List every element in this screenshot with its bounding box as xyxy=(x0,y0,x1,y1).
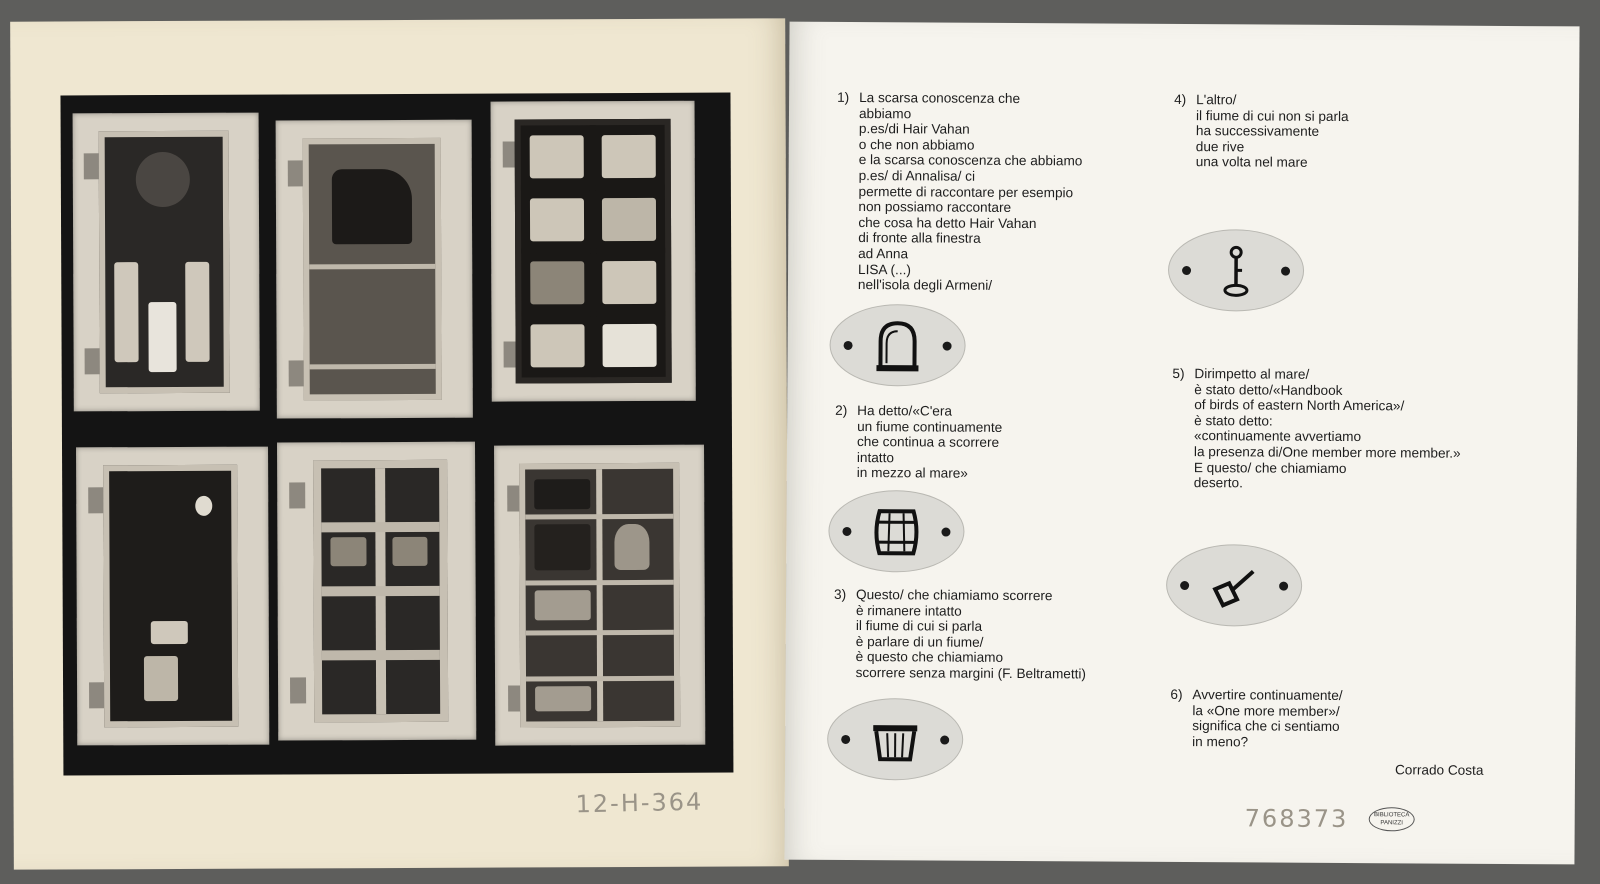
token-bell-jar xyxy=(829,303,966,387)
item-text: La scarsa conoscenza che abbiamo p.es/di… xyxy=(857,90,1083,293)
token-tub xyxy=(826,697,964,781)
barrel-icon xyxy=(874,509,919,556)
cabinet-5 xyxy=(276,441,477,741)
right-page: 1) La scarsa conoscenza che abbiamo p.es… xyxy=(784,21,1580,865)
token-barrel xyxy=(828,489,965,573)
left-page: 12-H-364 xyxy=(10,18,789,870)
key-icon xyxy=(1223,245,1249,297)
item-number: 4) xyxy=(1174,91,1187,108)
item-number: 5) xyxy=(1172,365,1185,382)
cabinet-2 xyxy=(275,119,473,419)
author-signature: Corrado Costa xyxy=(1394,762,1484,778)
item-text: Avvertire continuamente/ la «One more me… xyxy=(1192,687,1343,750)
shelfmark-annotation: 12-H-364 xyxy=(575,787,704,819)
library-stamp: BIBLIOTECA PANIZZI xyxy=(1368,807,1415,832)
shovel-icon xyxy=(1212,569,1255,608)
cabinet-4 xyxy=(76,446,270,746)
item-text: Questo/ che chiamiamo scorrere è rimaner… xyxy=(855,587,1087,682)
tub-icon xyxy=(873,725,918,762)
item-number: 1) xyxy=(837,89,850,105)
item-number: 3) xyxy=(834,586,847,602)
bell-jar-icon xyxy=(876,321,919,372)
inventory-annotation: 768373 xyxy=(1244,804,1349,834)
item-number: 6) xyxy=(1170,686,1183,703)
token-shovel xyxy=(1165,543,1303,627)
token-key xyxy=(1167,228,1305,312)
cabinets-photograph xyxy=(60,92,734,776)
item-number: 2) xyxy=(835,402,848,418)
item-text: Dirimpetto al mare/ è stato detto/«Handb… xyxy=(1193,366,1461,491)
item-text: L'altro/ il fiume di cui non si parla ha… xyxy=(1195,92,1349,171)
cabinet-3 xyxy=(490,100,696,402)
cabinet-6 xyxy=(494,444,706,746)
cabinet-1 xyxy=(72,112,260,412)
item-text: Ha detto/«C'era un fiume continuamente c… xyxy=(856,403,1003,482)
